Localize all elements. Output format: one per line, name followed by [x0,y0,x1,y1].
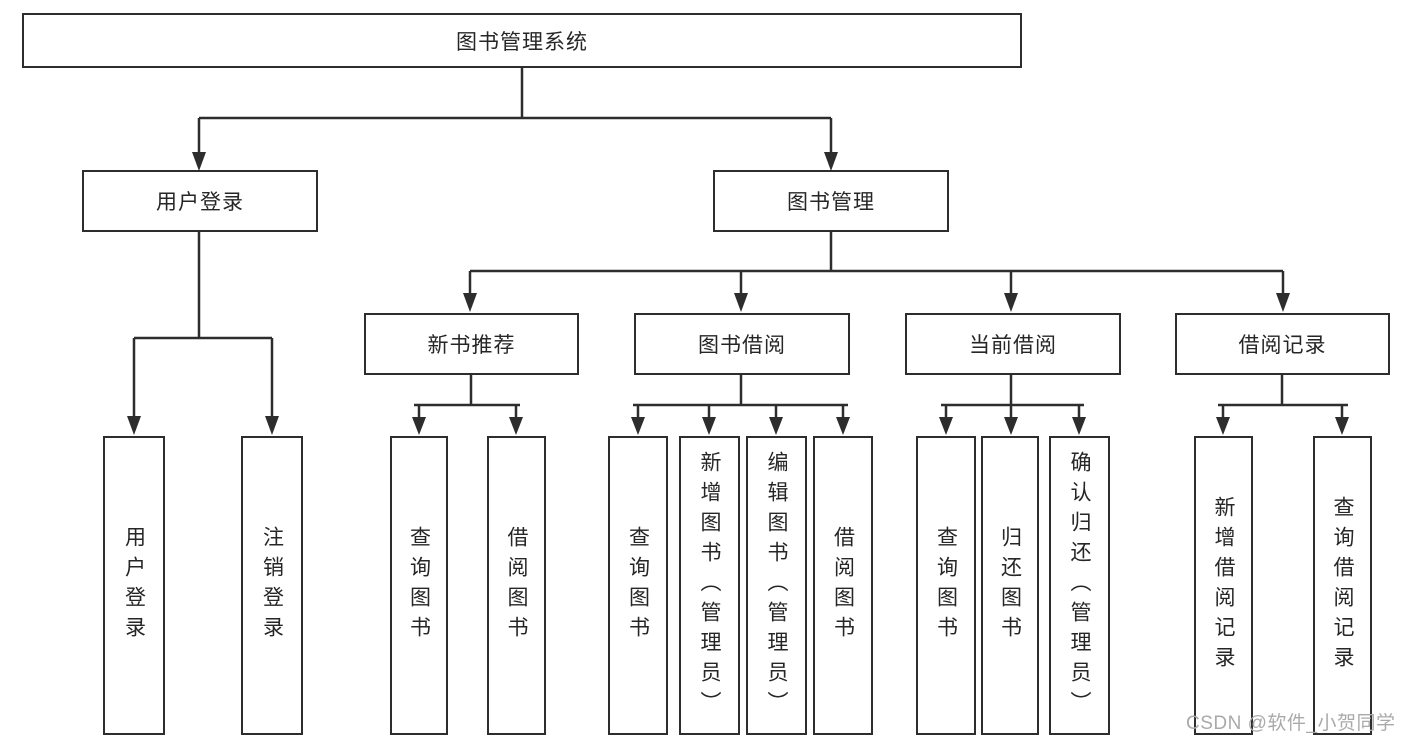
edge-root-to-level2 [192,68,838,171]
arrow-down-icon [1335,417,1349,435]
node-leaf-logout: 注销登录 [241,436,303,735]
node-book-borrow: 图书借阅 [634,313,850,375]
node-leaf-cb-query-books: 查询图书 [916,436,976,735]
arrow-down-icon [734,293,748,312]
arrow-down-icon [265,416,279,435]
node-leaf-rec-query-books: 查询图书 [390,436,448,735]
edge-user-login-children [127,232,279,435]
arrow-down-icon [702,417,716,435]
node-book-management: 图书管理 [713,170,949,232]
node-root: 图书管理系统 [22,13,1022,68]
arrow-down-icon [192,152,206,171]
arrow-down-icon [769,417,783,435]
arrow-down-icon [1216,417,1230,435]
arrow-down-icon [463,293,477,312]
arrow-down-icon [1276,293,1290,312]
node-leaf-bb-borrow-books: 借阅图书 [813,436,873,735]
node-leaf-cb-return-books: 归还图书 [981,436,1039,735]
node-borrow-records: 借阅记录 [1175,313,1390,375]
csdn-watermark: CSDN @软件_小贺同学 [1186,713,1396,734]
edge-book-management-children [463,232,1290,312]
arrow-down-icon [631,417,645,435]
node-leaf-bb-add-books-admin: 新增图书（管理员） [679,436,740,735]
arrow-down-icon [824,152,838,171]
edge-new-book-rec-children [412,375,523,435]
arrow-down-icon [127,416,141,435]
node-leaf-bb-edit-books-admin: 编辑图书（管理员） [746,436,807,735]
edge-book-borrow-children [631,375,850,435]
node-user-login: 用户登录 [82,170,318,232]
node-leaf-br-add-record: 新增借阅记录 [1194,436,1253,735]
arrow-down-icon [1004,293,1018,312]
arrow-down-icon [836,417,850,435]
arrow-down-icon [1004,417,1018,435]
node-new-book-recommend: 新书推荐 [364,313,579,375]
node-leaf-user-login: 用户登录 [103,436,165,735]
node-leaf-bb-query-books: 查询图书 [608,436,668,735]
arrow-down-icon [939,417,953,435]
node-current-borrow: 当前借阅 [905,313,1121,375]
node-leaf-cb-confirm-return-admin: 确认归还（管理员） [1049,436,1110,735]
node-leaf-br-query-record: 查询借阅记录 [1313,436,1372,735]
arrow-down-icon [1072,417,1086,435]
edge-current-borrow-children [939,375,1086,435]
node-leaf-rec-borrow-books: 借阅图书 [487,436,546,735]
arrow-down-icon [412,417,426,435]
edge-borrow-records-children [1216,375,1349,435]
arrow-down-icon [509,417,523,435]
